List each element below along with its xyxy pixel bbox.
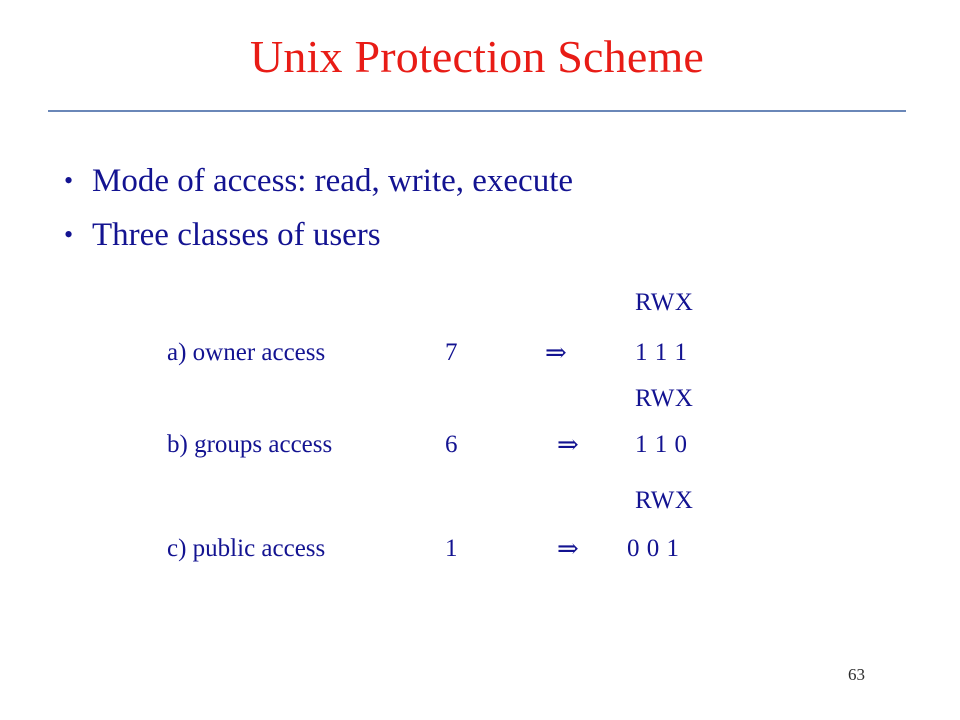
access-class-label: a) owner access <box>167 339 326 366</box>
permission-header-row: RWX <box>167 278 867 328</box>
permission-table: RWX a) owner access 7 ⇒ 1 1 1 RWX b) gro… <box>167 278 867 574</box>
implies-arrow-icon: ⇒ <box>557 430 579 459</box>
table-row: b) groups access 6 ⇒ 1 1 0 <box>167 420 867 470</box>
octal-value: 1 <box>445 535 458 562</box>
rwx-column-header: RWX <box>635 487 694 514</box>
permission-group-public: RWX c) public access 1 ⇒ 0 0 1 <box>167 478 867 574</box>
permission-group-owner: RWX a) owner access 7 ⇒ 1 1 1 <box>167 278 867 378</box>
bullet-list: • Mode of access: read, write, execute •… <box>64 154 884 262</box>
list-item: • Three classes of users <box>64 208 884 262</box>
access-class-label: c) public access <box>167 535 326 562</box>
table-row: c) public access 1 ⇒ 0 0 1 <box>167 524 867 574</box>
octal-value: 6 <box>445 431 458 458</box>
permission-header-row: RWX <box>167 478 867 524</box>
table-row: a) owner access 7 ⇒ 1 1 1 <box>167 328 867 378</box>
rwx-column-header: RWX <box>635 289 694 316</box>
octal-value: 7 <box>445 339 458 366</box>
list-item: • Mode of access: read, write, execute <box>64 154 884 208</box>
implies-arrow-icon: ⇒ <box>545 338 567 367</box>
permission-bits: 1 1 0 <box>635 431 688 458</box>
bullet-point-icon: • <box>64 220 74 249</box>
page-title: Unix Protection Scheme <box>249 31 705 82</box>
bullet-text: Mode of access: read, write, execute <box>92 163 574 199</box>
rwx-column-header: RWX <box>635 385 694 412</box>
access-class-label: b) groups access <box>167 431 333 458</box>
page-number: 63 <box>848 665 865 684</box>
permission-bits: 0 0 1 <box>627 535 680 562</box>
bullet-text: Three classes of users <box>92 217 381 253</box>
implies-arrow-icon: ⇒ <box>557 534 579 563</box>
bullet-point-icon: • <box>64 166 74 195</box>
title-divider <box>48 110 906 112</box>
permission-bits: 1 1 1 <box>635 339 688 366</box>
permission-group-groups: RWX b) groups access 6 ⇒ 1 1 0 <box>167 378 867 470</box>
permission-header-row: RWX <box>167 378 867 420</box>
